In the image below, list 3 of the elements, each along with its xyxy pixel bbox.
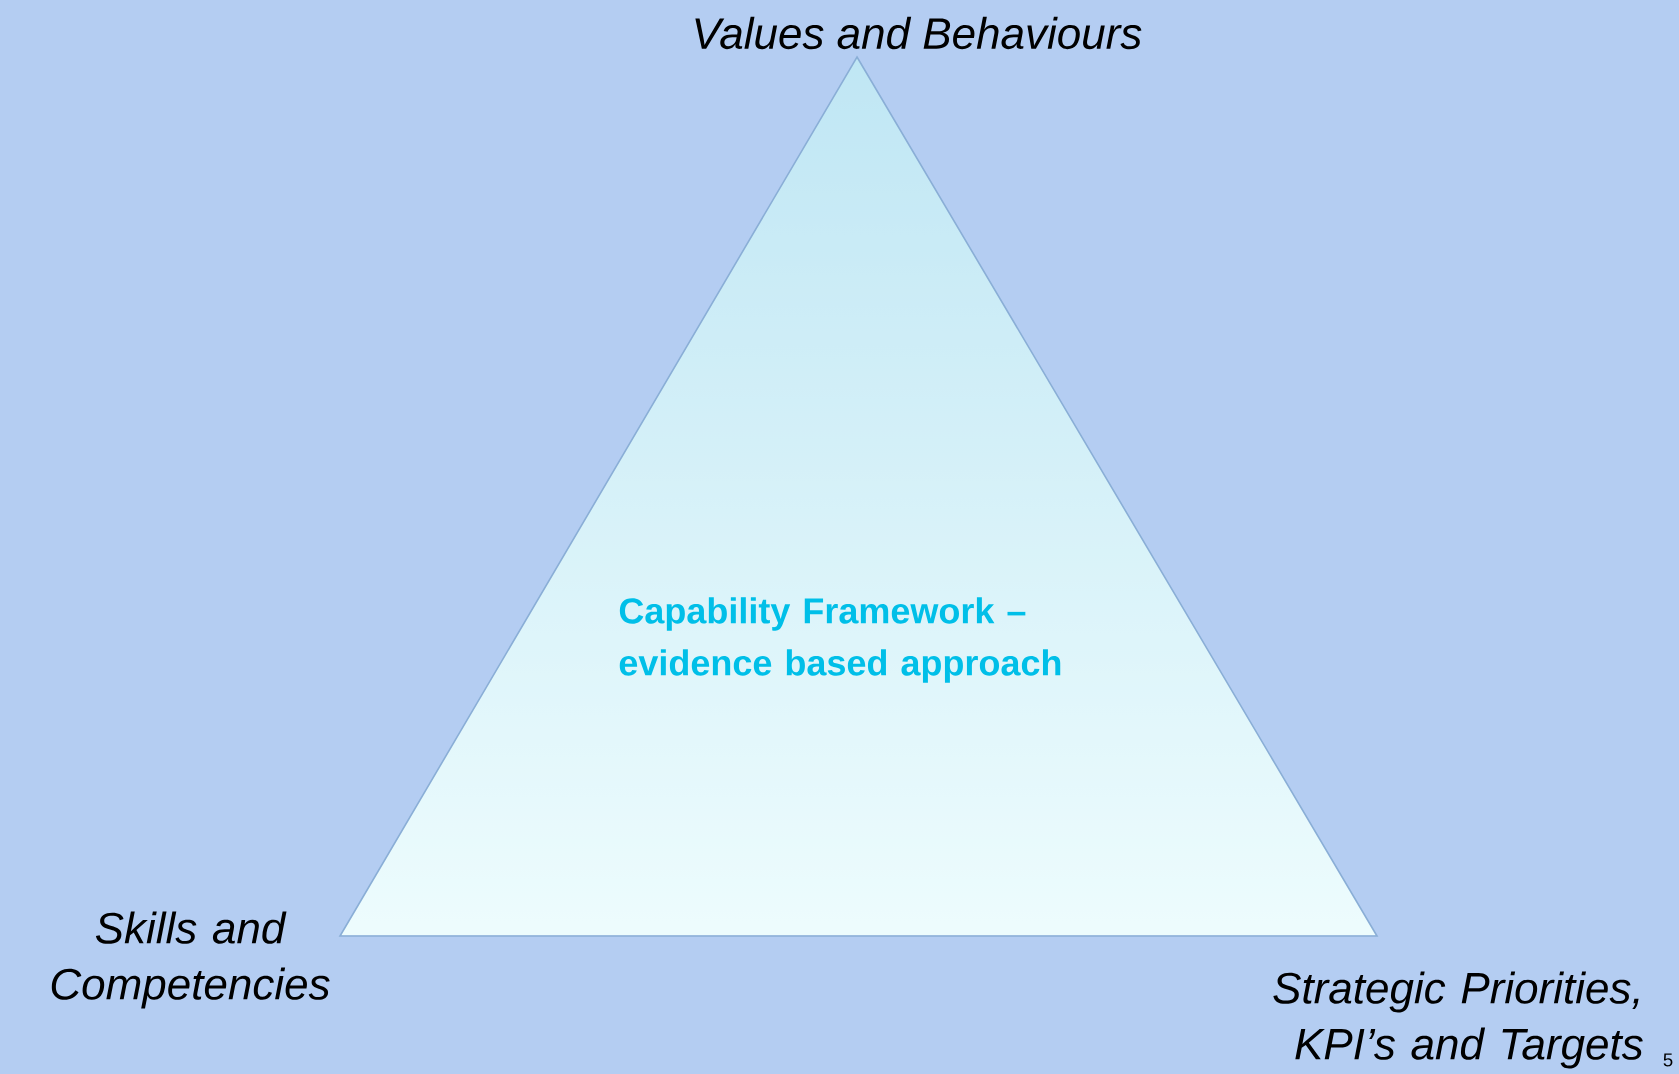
corner-label: Strategic Priorities, KPI’s and Targets [1273, 971, 1643, 1069]
corner-label: Skills and Competencies [51, 911, 330, 1009]
page-number: 5 [1663, 1053, 1673, 1067]
